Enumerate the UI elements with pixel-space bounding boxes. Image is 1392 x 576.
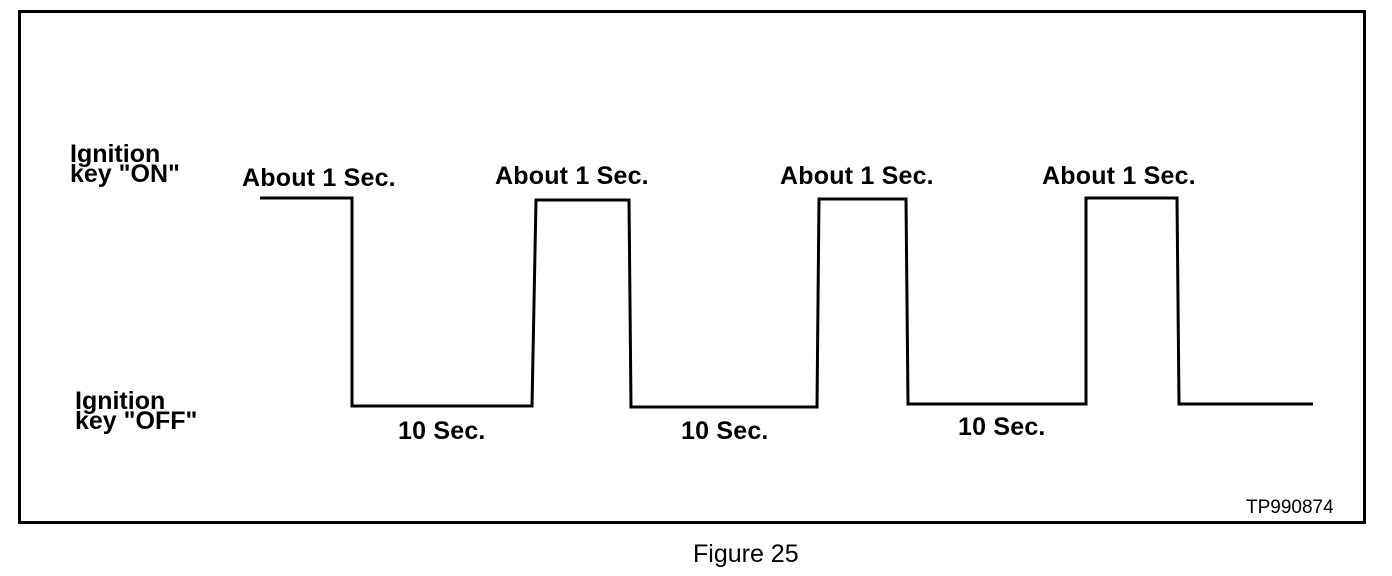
ignition-off-label: Ignition key "OFF"	[75, 387, 198, 435]
ignition-on-label: Ignition key "ON"	[70, 140, 180, 188]
diagram-frame	[18, 10, 1366, 524]
ignition-on-label-line2: key "ON"	[70, 160, 180, 188]
ignition-signal-line	[260, 196, 1313, 409]
ignition-off-label-line1: Ignition	[75, 387, 166, 415]
off-interval-label: 10 Sec.	[958, 413, 1046, 441]
on-pulse-label: About 1 Sec.	[780, 162, 934, 190]
on-pulse-label: About 1 Sec.	[1042, 162, 1196, 190]
ignition-on-label-line1: Ignition	[70, 140, 161, 168]
document-code: TP990874	[1246, 497, 1334, 518]
figure-caption: Figure 25	[693, 540, 799, 568]
off-interval-label: 10 Sec.	[398, 417, 486, 445]
on-pulse-label: About 1 Sec.	[242, 164, 396, 192]
off-interval-label: 10 Sec.	[681, 417, 769, 445]
ignition-off-label-line2: key "OFF"	[75, 407, 198, 435]
on-pulse-label: About 1 Sec.	[495, 162, 649, 190]
